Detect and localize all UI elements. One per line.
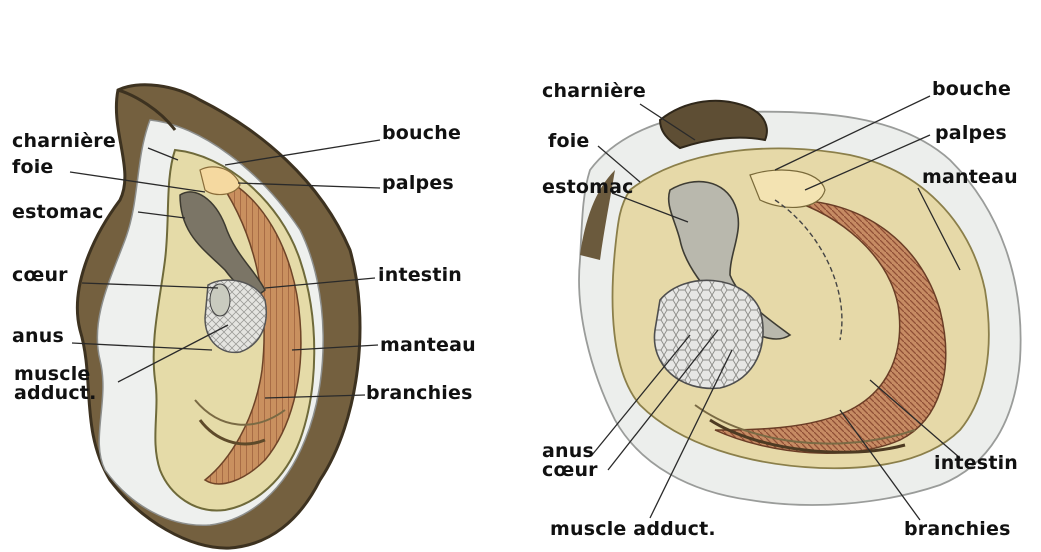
left-label-charniere: charnière — [12, 132, 116, 151]
left-label-intestin: intestin — [378, 266, 462, 285]
left-label-muscle: muscle adduct. — [14, 365, 97, 404]
left-label-palpes: palpes — [382, 174, 454, 193]
right-label-estomac: estomac — [542, 178, 634, 197]
right-label-foie: foie — [548, 132, 590, 151]
right-label-branchies: branchies — [904, 520, 1011, 539]
left-label-foie: foie — [12, 158, 54, 177]
left-label-anus: anus — [12, 327, 64, 346]
left-label-estomac: estomac — [12, 203, 104, 222]
left-label-bouche: bouche — [382, 124, 461, 143]
left-heart — [210, 284, 230, 316]
right-label-anus-coeur: anus cœur — [542, 442, 598, 481]
right-label-palpes: palpes — [935, 124, 1007, 143]
right-label-muscle: muscle adduct. — [550, 520, 716, 539]
right-label-intestin: intestin — [934, 454, 1018, 473]
right-label-charniere: charnière — [542, 82, 646, 101]
left-label-branchies: branchies — [366, 384, 473, 403]
right-muscle — [654, 280, 763, 388]
right-label-manteau: manteau — [922, 168, 1018, 187]
left-label-manteau: manteau — [380, 336, 476, 355]
right-oyster-diagram: charnière foie estomac bouche palpes man… — [520, 0, 1041, 552]
left-label-coeur: cœur — [12, 266, 68, 285]
left-oyster-diagram: charnière foie estomac cœur anus muscle … — [0, 0, 520, 552]
right-label-bouche: bouche — [932, 80, 1011, 99]
